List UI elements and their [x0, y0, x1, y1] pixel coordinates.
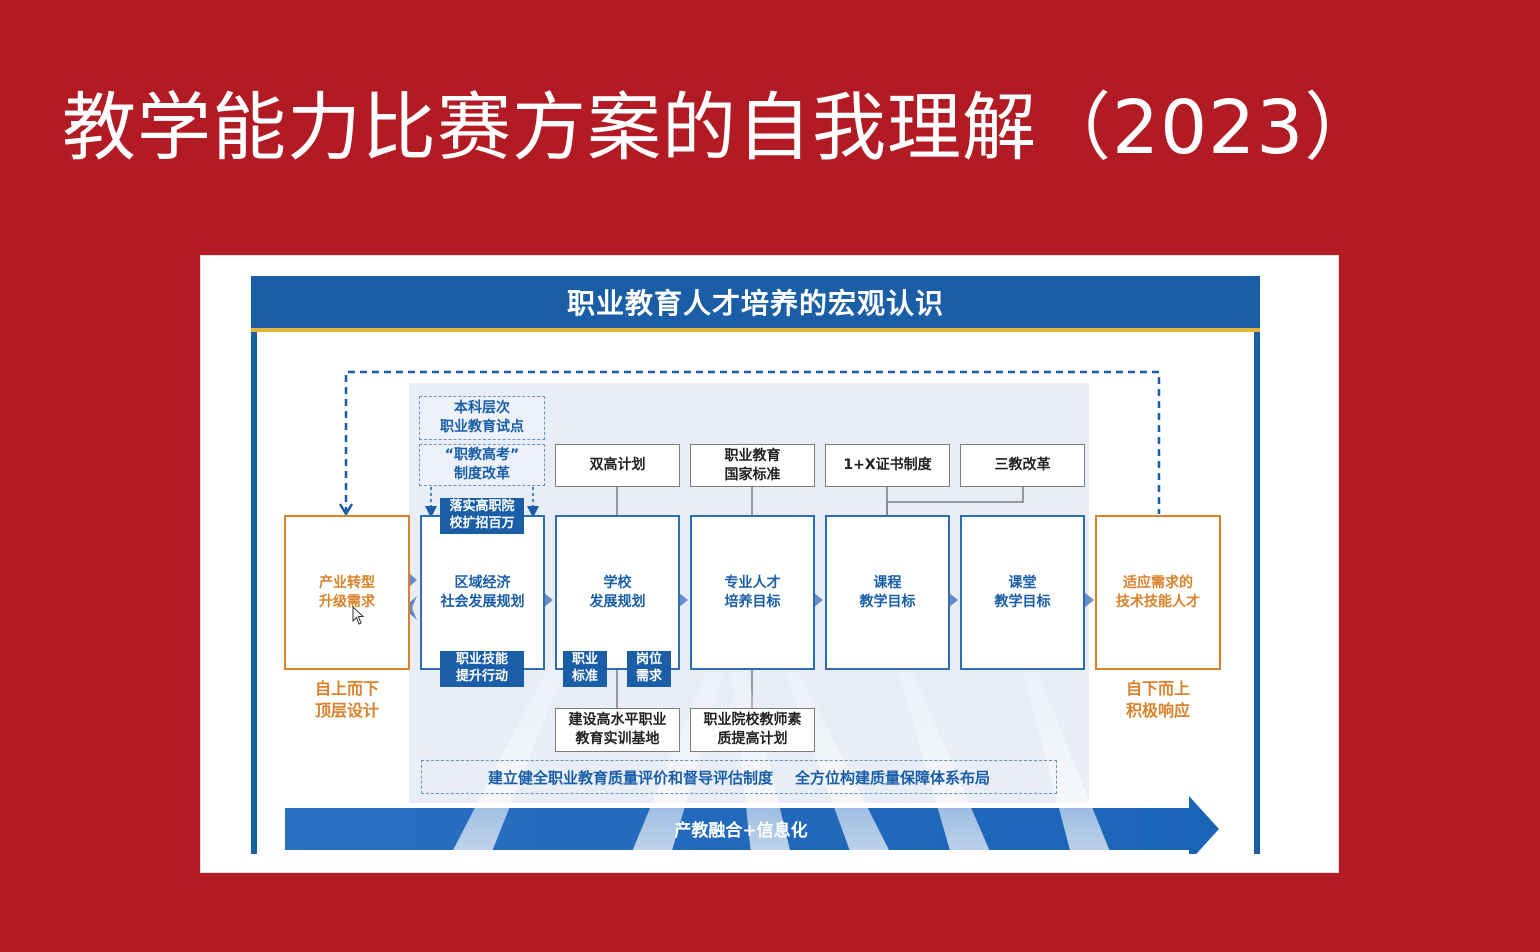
feedback-loop-line [344, 370, 1161, 514]
right-edge-bar [1254, 332, 1260, 854]
quality-system-text: 全方位构建质量保障体系布局 [795, 768, 991, 787]
bottom-up-label: 自下而上 积极响应 [1125, 679, 1190, 721]
enrollment-expansion-chip: 落实高职院 校扩招百万 [440, 498, 524, 534]
diagram-header: 职业教育人才培养的宏观认识 [251, 276, 1260, 332]
slide-title: 教学能力比赛方案的自我理解（2023） [62, 85, 1380, 171]
top-down-label: 自上而下 顶层设计 [314, 679, 379, 721]
diagram: 职业教育人才培养的宏观认识 [251, 276, 1260, 854]
school-plan-box: 学校 发展规划 [555, 515, 680, 670]
national-standard-box: 职业教育 国家标准 [690, 444, 815, 487]
classroom-goal-box: 课堂 教学目标 [960, 515, 1085, 670]
quality-assurance-bar: 建立健全职业教育质量评价和督导评估制度 全方位构建质量保障体系布局 [421, 760, 1057, 794]
quality-eval-text: 建立健全职业教育质量评价和督导评估制度 [487, 768, 773, 787]
regional-plan-box: 区域经济 社会发展规划 [420, 515, 545, 670]
teacher-quality-box: 职业院校教师素 质提高计划 [690, 708, 815, 752]
course-goal-box: 课程 教学目标 [825, 515, 950, 670]
undergrad-pilot-box: 本科层次 职业教育试点 [419, 396, 545, 440]
mouse-pointer-icon [352, 606, 365, 625]
vocational-standard-chip: 职业 标准 [563, 651, 607, 687]
skilled-talent-box: 适应需求的 技术技能人才 [1095, 515, 1221, 670]
three-reforms-box: 三教改革 [960, 444, 1085, 487]
talent-goal-box: 专业人才 培养目标 [690, 515, 815, 670]
left-edge-bar [251, 332, 257, 854]
double-high-plan-box: 双高计划 [555, 444, 680, 487]
college-exam-reform-box: “职教高考” 制度改革 [419, 444, 545, 486]
1x-certificate-box: 1+X证书制度 [825, 444, 950, 487]
industry-demand-box: 产业转型 升级需求 [284, 515, 410, 670]
skills-action-chip: 职业技能 提升行动 [440, 651, 524, 687]
base-arrow-label: 产教融合+信息化 [674, 820, 808, 841]
training-base-box: 建设高水平职业 教育实训基地 [555, 708, 680, 752]
post-demand-chip: 岗位 需求 [627, 651, 671, 687]
